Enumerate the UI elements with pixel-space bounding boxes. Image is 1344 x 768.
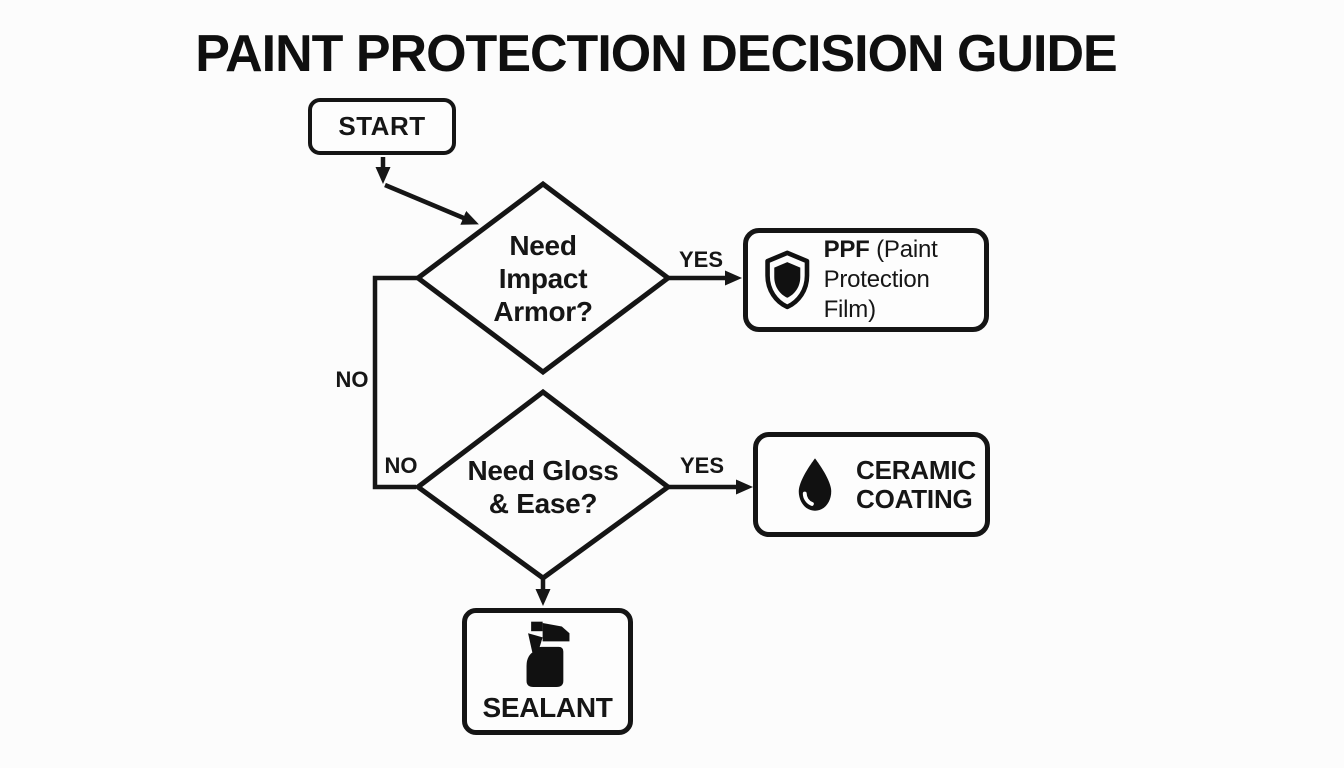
edge-no-path — [372, 275, 418, 490]
outcome-sealant-node: SEALANT — [462, 608, 633, 735]
outcome-ppf-label: PPF (Paint Protection Film) — [824, 235, 984, 325]
ceramic-label-line-2: COATING — [856, 483, 973, 514]
start-node: START — [308, 98, 456, 155]
outcome-sealant-label: SEALANT — [482, 692, 613, 723]
edge-label-gloss-no: NO — [384, 453, 418, 478]
droplet-icon — [798, 457, 832, 511]
decision-impact-line-1: Need — [509, 230, 577, 261]
outcome-ppf-node: PPF (Paint Protection Film) — [743, 228, 989, 332]
ppf-label-bold: PPF — [823, 236, 870, 263]
decision-gloss-ease-label: Need Gloss & Ease? — [443, 454, 643, 520]
decision-impact-line-2: Impact — [498, 263, 588, 294]
edge-label-impact-yes: YES — [678, 247, 724, 272]
ppf-label-rest: (Paint — [876, 236, 938, 263]
decision-diamond-gloss — [413, 388, 673, 582]
ppf-label-line-1: PPF (Paint — [824, 235, 984, 265]
spray-bottle-icon — [526, 621, 569, 687]
ppf-label-line-2: Protection Film) — [823, 266, 930, 323]
outcome-ceramic-label: CERAMIC COATING — [856, 454, 976, 514]
edge-label-gloss-yes: YES — [679, 453, 725, 478]
page-title: PAINT PROTECTION DECISION GUIDE — [195, 25, 1117, 83]
edge-label-impact-no: NO — [335, 367, 369, 392]
decision-impact-line-3: Armor? — [493, 296, 593, 327]
ceramic-label-line-1: CERAMIC — [856, 454, 976, 485]
edge-start-diagonal — [384, 182, 479, 225]
decision-gloss-line-2: & Ease? — [488, 488, 598, 519]
decision-gloss-line-1: Need Gloss — [467, 455, 619, 486]
decision-impact-armor-label: Need Impact Armor? — [443, 229, 643, 328]
outcome-ceramic-node: CERAMIC COATING — [753, 432, 990, 537]
shield-icon — [765, 250, 810, 310]
decision-diamond-impact — [413, 180, 673, 376]
start-label: START — [338, 111, 426, 141]
